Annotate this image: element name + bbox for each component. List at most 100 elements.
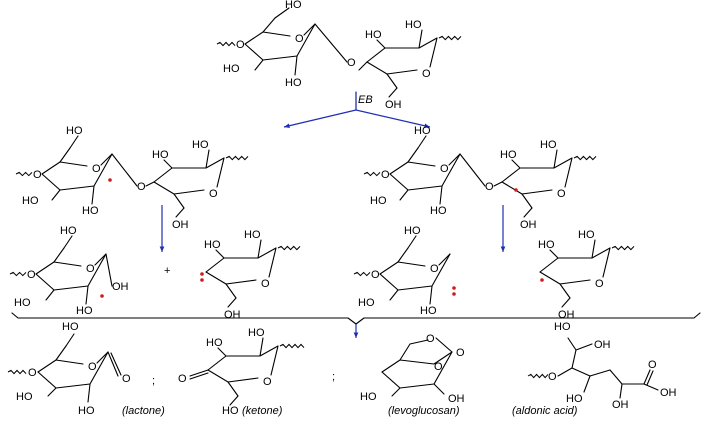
ch2oh-bond (521, 193, 533, 209)
ring-oxygen-label: O (86, 263, 95, 275)
hydroxyl-label: HO (206, 337, 223, 349)
oh-bond (418, 29, 423, 49)
hydroxyl-label: HO (248, 327, 265, 339)
glycosidic-oxygen-label: O (548, 371, 557, 383)
hydroxyl-label: OH (520, 219, 537, 231)
glycosidic-bond (314, 23, 348, 63)
ring-bond-o (438, 253, 451, 266)
ring-bond-bottom (501, 181, 553, 195)
chain-left-wavy (216, 41, 236, 47)
glycosidic-oxygen-label: O (371, 269, 380, 281)
radical-dot (514, 188, 518, 192)
ring-oxygen-label: O (88, 361, 97, 373)
oh-bond (619, 383, 623, 399)
hydroxyl-label: HO (540, 139, 557, 151)
hydroxyl-label: HO (430, 205, 447, 217)
ring-oxygen-label: O (440, 163, 449, 175)
radical-dot (540, 278, 544, 282)
hydroxyl-label: OH (172, 219, 189, 231)
carbonyl-bond (189, 372, 209, 380)
glycosidic-bond (459, 153, 486, 187)
ring-bond-o (303, 23, 316, 36)
ch2oh-bond (397, 247, 409, 263)
hydroxyl-label: HO (578, 229, 595, 241)
hydroxyl-label: HO (62, 321, 79, 333)
hydroxyl-label: HO (360, 391, 377, 403)
ring-bond-o (100, 153, 113, 166)
ch2oh-bond (407, 147, 419, 163)
ring-bond-o (216, 157, 225, 188)
ch2oh-bond (274, 7, 290, 19)
hydroxyl-label: HO (538, 239, 555, 251)
ring-bond-bottom (366, 61, 418, 75)
hydroxyl-label: HO (244, 229, 261, 241)
ring-bond-o (270, 345, 279, 376)
arrowhead (424, 123, 430, 129)
hydroxyl-label: HO (16, 391, 33, 403)
hydroxyl-label: HO (285, 77, 302, 89)
ch2oh-bond (388, 87, 398, 98)
hydroxyl-label: OH (112, 281, 129, 293)
ring-oxygen-label: O (456, 347, 465, 359)
ring-bond-top (205, 247, 277, 273)
ch2oh-bond (407, 235, 417, 249)
arrow-to-right-branch (355, 109, 431, 128)
hydroxyl-label: HO (285, 0, 302, 11)
ring-bond-bottom (205, 271, 257, 285)
ring-bond-bottom (153, 181, 205, 195)
ring-oxygen-label: O (557, 188, 566, 200)
hydroxyl-label: HO (404, 225, 421, 237)
oh-bond (259, 337, 264, 357)
hydroxyl-label: HO (82, 205, 99, 217)
hydroxyl-label: HO (22, 195, 39, 207)
ch2oh-bond (262, 17, 276, 33)
ch2oh-bond (417, 135, 427, 149)
ring-bond-top (366, 37, 438, 63)
bridge-bond (399, 339, 429, 361)
radical-dot (200, 272, 204, 276)
arrowhead (353, 332, 359, 338)
hydroxyl-label: HO (78, 405, 95, 417)
ch2oh-bond (65, 333, 75, 347)
arrowhead (284, 123, 290, 129)
hydroxyl-label: HO (60, 225, 77, 237)
ring-oxygen-label: O (209, 188, 218, 200)
chain-right-wavy (279, 343, 305, 349)
oh-bond (294, 55, 298, 76)
ring-bond-bottom (539, 271, 591, 285)
glycosidic-bond (145, 181, 155, 187)
oh-bond (254, 59, 264, 71)
plus-sign: + (164, 265, 170, 277)
ring-bond-top (501, 157, 573, 183)
carbonyl-bond (107, 351, 119, 377)
chain-right-wavy (611, 245, 635, 251)
ring-oxygen-label: O (595, 278, 604, 290)
chain-left-wavy (353, 271, 371, 277)
chain-bond (609, 369, 623, 385)
ring-bond-top (41, 161, 88, 175)
ring-oxygen-label: O (422, 68, 431, 80)
oh-bond (429, 285, 433, 305)
ch2oh-bond (229, 395, 239, 406)
hydroxyl-label: HO (222, 405, 239, 417)
ring-bond-bottom (244, 23, 316, 61)
glycosidic-oxygen-label: O (347, 57, 356, 69)
glycosidic-oxygen-label: O (381, 169, 390, 181)
hydroxyl-label: HO (414, 125, 431, 137)
ch2oh-bond (523, 207, 533, 218)
ch2oh-bond (561, 297, 571, 308)
carbonyl-oxygen-label: O (122, 373, 131, 385)
glycosidic-oxygen-label: O (485, 181, 494, 193)
glycosidic-oxygen-label: O (27, 269, 36, 281)
glycosidic-oxygen-label: O (236, 39, 245, 51)
oh-bond (389, 289, 399, 301)
ring-bond-bottom (381, 351, 453, 389)
oh-bond (45, 289, 55, 301)
ch2oh-bond (173, 193, 185, 209)
carbonyl-bond (110, 352, 122, 376)
chain-right-wavy (277, 245, 301, 251)
ring-oxygen-label: O (295, 33, 304, 45)
oh-bond (47, 387, 57, 397)
